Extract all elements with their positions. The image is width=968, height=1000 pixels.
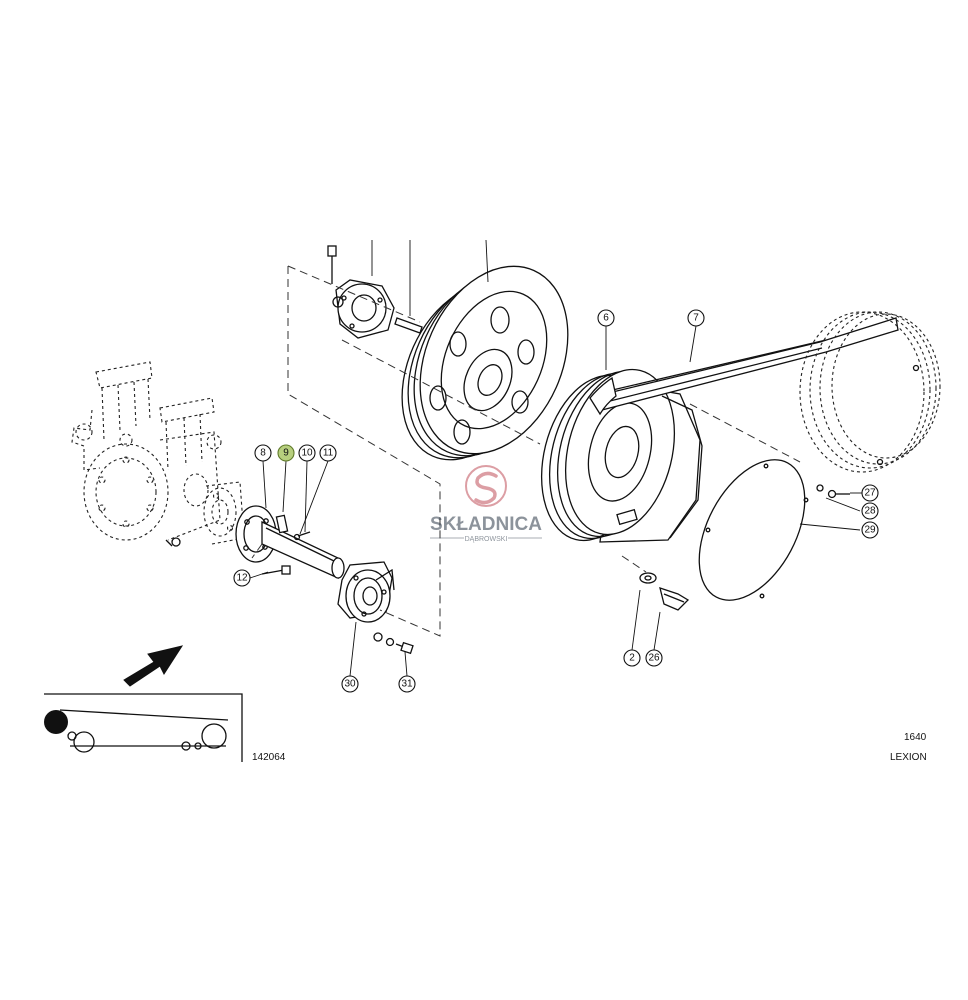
callout-31[interactable]: 31 xyxy=(398,675,416,693)
view-direction-arrow xyxy=(123,645,184,687)
engine-block-outline xyxy=(71,361,245,547)
callout-27[interactable]: 27 xyxy=(861,484,879,502)
bearing-hub xyxy=(337,561,414,655)
small-flange-hub xyxy=(327,245,423,339)
svg-text:12: 12 xyxy=(236,573,248,584)
svg-text:26: 26 xyxy=(648,653,660,664)
svg-text:27: 27 xyxy=(864,488,876,499)
watermark-sub: DĄBROWSKI xyxy=(465,536,508,543)
svg-text:11: 11 xyxy=(323,448,334,459)
callout-8[interactable]: 8 xyxy=(254,444,272,462)
rear-pulley-outline xyxy=(799,311,941,473)
callout-29[interactable]: 29 xyxy=(861,521,879,539)
callout-6[interactable]: 6 xyxy=(597,309,615,327)
bolt-and-washer xyxy=(639,572,690,611)
callout-9-highlighted[interactable]: 9 xyxy=(277,444,295,462)
drawing-code: 1640 xyxy=(904,732,927,743)
svg-text:6: 6 xyxy=(603,313,609,324)
callouts: 8 9 10 11 12 6 7 27 28 29 2 26 30 31 xyxy=(233,309,879,693)
svg-text:29: 29 xyxy=(864,525,876,536)
callout-10[interactable]: 10 xyxy=(298,444,316,462)
leader-lines xyxy=(249,239,862,677)
svg-text:30: 30 xyxy=(344,679,356,690)
locator-highlight-pulley xyxy=(44,710,68,734)
large-belt-pulley xyxy=(401,265,569,461)
callout-2[interactable]: 2 xyxy=(623,649,641,667)
callout-12[interactable]: 12 xyxy=(233,569,251,587)
callout-11[interactable]: 11 xyxy=(319,444,337,462)
svg-text:28: 28 xyxy=(864,506,876,517)
svg-text:31: 31 xyxy=(401,679,413,690)
callout-30[interactable]: 30 xyxy=(341,675,359,693)
watermark-logo: SKŁADNICA DĄBROWSKI xyxy=(430,465,542,543)
callout-28[interactable]: 28 xyxy=(861,502,879,520)
callout-7[interactable]: 7 xyxy=(687,309,705,327)
drive-shaft-assembly xyxy=(235,505,345,580)
svg-text:2: 2 xyxy=(629,653,635,664)
svg-text:9: 9 xyxy=(283,448,289,459)
locator-inset xyxy=(44,693,243,762)
machine-model: LEXION xyxy=(890,752,927,763)
v-belt xyxy=(589,317,899,416)
svg-text:10: 10 xyxy=(301,448,313,459)
grooved-pulley xyxy=(540,368,703,543)
cover-plate xyxy=(698,459,850,601)
assembly-lines xyxy=(251,265,801,637)
watermark-brand: SKŁADNICA xyxy=(430,514,542,535)
svg-text:8: 8 xyxy=(260,448,266,459)
svg-text:7: 7 xyxy=(693,313,699,324)
callout-26[interactable]: 26 xyxy=(645,649,663,667)
drawing-number: 142064 xyxy=(252,752,286,763)
